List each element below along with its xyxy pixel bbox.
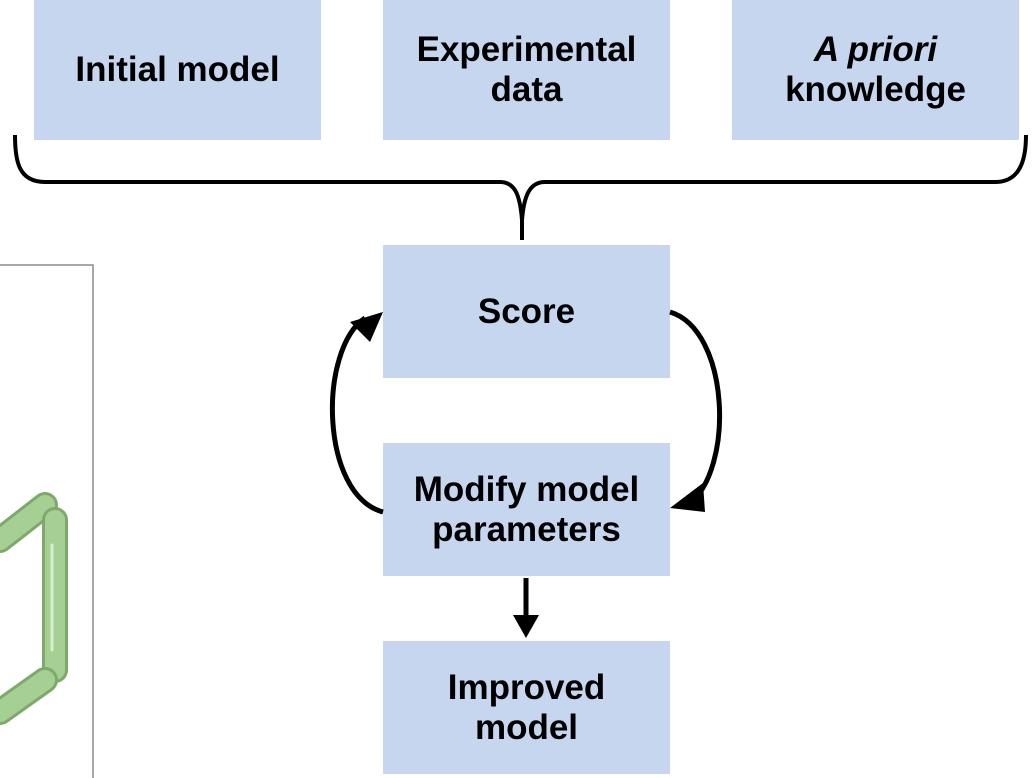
molecule-bond-upper-fill <box>0 495 55 550</box>
initial-model-label: Initial model <box>75 50 280 89</box>
loop-arrowhead-right <box>670 483 705 512</box>
experimental-data-label-line2: data <box>490 70 563 109</box>
modify-label-line1: Modify model <box>413 469 640 509</box>
molecule-panel-border <box>0 264 94 778</box>
score-label: Score <box>477 291 576 331</box>
improved-label-line2: model <box>474 707 579 747</box>
down-arrowhead <box>513 615 539 638</box>
input-brace <box>13 134 1028 240</box>
experimental-data-label-line1: Experimental <box>416 30 637 69</box>
modify-parameters-box: Modify model parameters <box>383 443 670 576</box>
experimental-data-box: Experimental data <box>383 0 670 140</box>
molecule-bond-lower-fill <box>0 670 55 722</box>
modify-label-line2: parameters <box>432 509 621 549</box>
improved-label-line1: Improved <box>447 667 606 707</box>
score-box: Score <box>383 245 670 378</box>
improved-model-box: Improved model <box>383 641 670 774</box>
a-priori-knowledge-box: A priori knowledge <box>732 0 1019 140</box>
molecule-structure <box>0 492 68 725</box>
loop-arrowhead-left <box>350 312 383 342</box>
a-priori-label-line2: knowledge <box>785 70 966 109</box>
a-priori-label-line1: A priori <box>813 30 938 69</box>
loop-arrow-left <box>329 315 384 515</box>
initial-model-box: Initial model <box>34 0 321 140</box>
loop-arrow-right <box>669 309 722 508</box>
